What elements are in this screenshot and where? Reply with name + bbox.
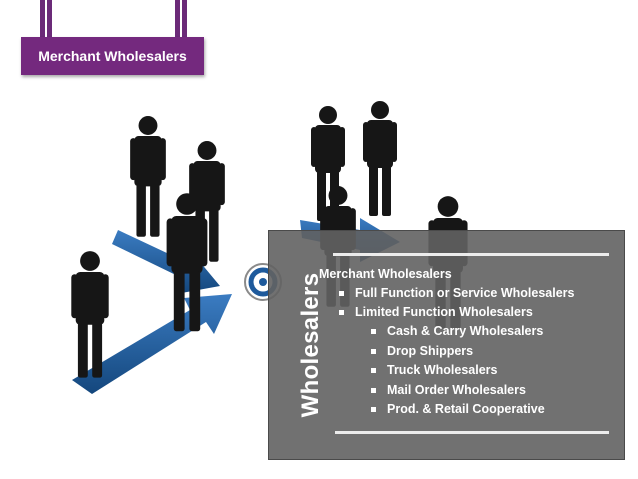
square-bullet-icon [371, 368, 376, 373]
top-stripe-left [40, 0, 45, 38]
wholesaler-types-list: Merchant Wholesalers Full Function or Se… [319, 265, 575, 420]
top-stripe-left-2 [47, 0, 52, 38]
panel-top-rule [333, 253, 609, 256]
list-heading: Merchant Wholesalers [319, 267, 452, 281]
top-stripe-right-2 [182, 0, 187, 38]
list-item: Prod. & Retail Cooperative [319, 400, 575, 420]
list-item: Cash & Carry Wholesalers [319, 322, 575, 342]
list-item: Full Function or Service Wholesalers [319, 284, 575, 303]
list-item: Drop Shippers [319, 342, 575, 362]
panel-bottom-rule [335, 431, 609, 434]
list-item: Truck Wholesalers [319, 361, 575, 381]
square-bullet-icon [339, 291, 344, 296]
square-bullet-icon [371, 348, 376, 354]
square-bullet-icon [371, 387, 376, 393]
square-bullet-icon [371, 329, 376, 334]
list-item: Limited Function Wholesalers [319, 303, 575, 322]
list-item: Mail Order Wholesalers [319, 381, 575, 401]
top-stripe-right [175, 0, 180, 38]
square-bullet-icon [371, 407, 376, 412]
square-bullet-icon [339, 310, 344, 315]
info-panel: Wholesalers Merchant Wholesalers Full Fu… [268, 230, 625, 460]
slide-title: Merchant Wholesalers [21, 37, 204, 75]
